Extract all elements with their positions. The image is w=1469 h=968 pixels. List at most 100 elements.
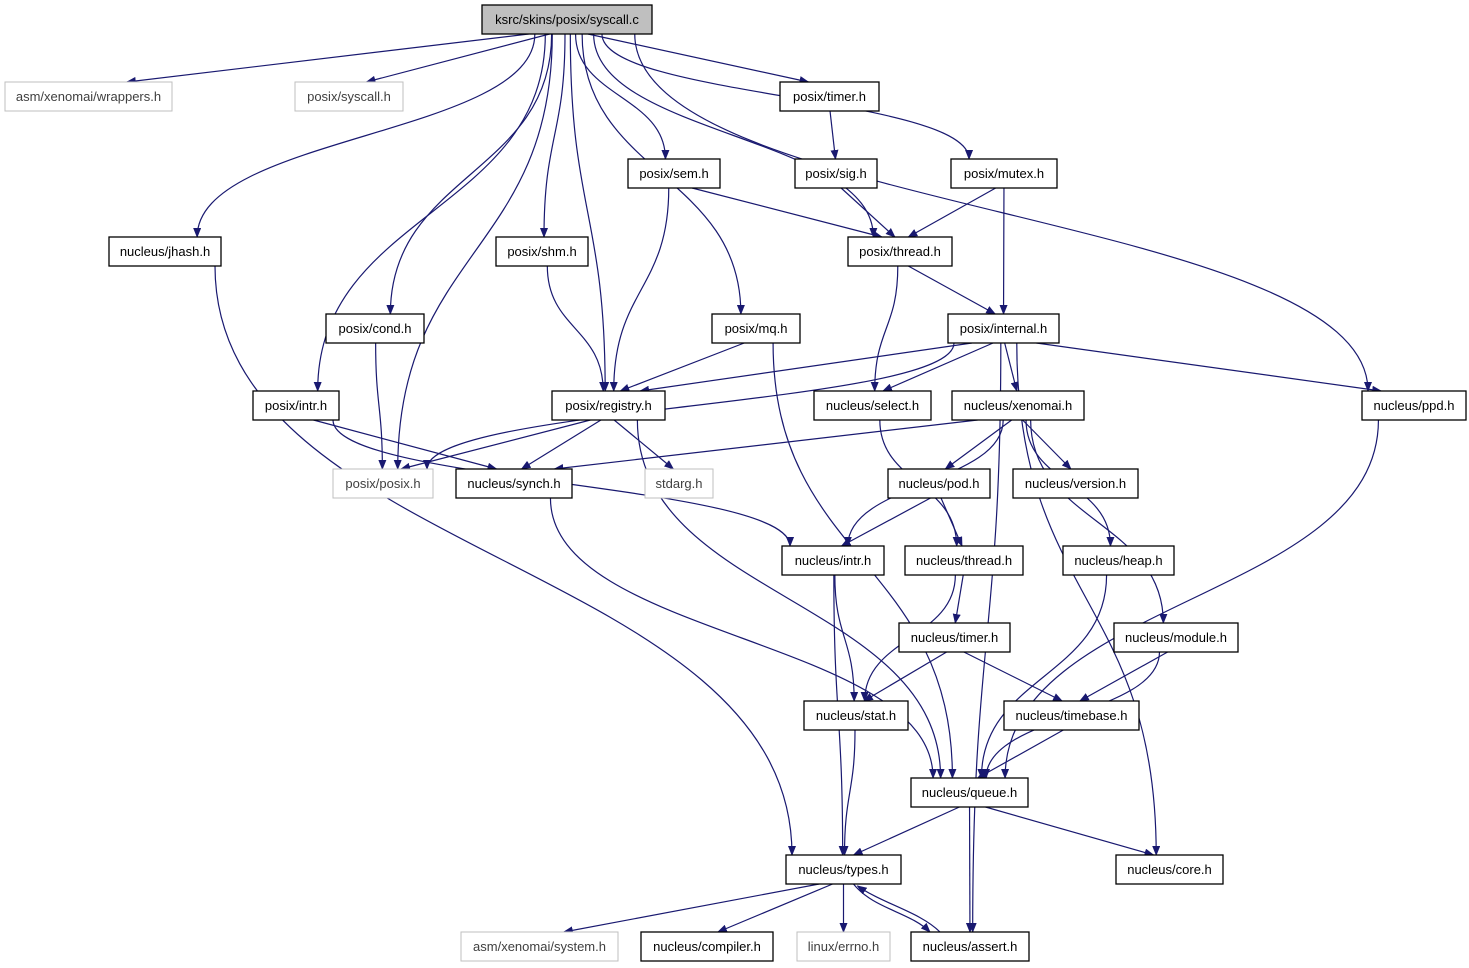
- node-label-psem: posix/sem.h: [639, 166, 708, 181]
- node-box-wrappers: [4, 81, 173, 112]
- edge-pregistry-to-pposix: [400, 419, 591, 471]
- edge-psig-to-pthread: [840, 187, 896, 238]
- node-label-nthread: nucleus/thread.h: [916, 553, 1012, 568]
- node-pthread[interactable]: posix/thread.h: [847, 236, 953, 267]
- edge-nassert-to-ntypes: [856, 885, 941, 933]
- node-box-ntimer: [898, 622, 1011, 653]
- node-box-pintr: [252, 390, 340, 421]
- node-label-nppd: nucleus/ppd.h: [1374, 398, 1455, 413]
- edge-pmutex-to-pthread: [907, 187, 996, 238]
- node-pmq[interactable]: posix/mq.h: [711, 313, 801, 344]
- node-nassert[interactable]: nucleus/assert.h: [910, 931, 1030, 962]
- node-label-pmutex: posix/mutex.h: [964, 166, 1044, 181]
- node-label-ntypes: nucleus/types.h: [798, 862, 888, 877]
- edge-root-to-pcond: [386, 33, 553, 315]
- node-npod[interactable]: nucleus/pod.h: [887, 468, 991, 499]
- node-box-pmq: [711, 313, 801, 344]
- node-pposix[interactable]: posix/posix.h: [332, 468, 434, 499]
- node-ntimer[interactable]: nucleus/timer.h: [898, 622, 1011, 653]
- node-box-npod: [887, 468, 991, 499]
- edge-psem-to-pregistry: [609, 187, 670, 392]
- node-label-nqueue: nucleus/queue.h: [922, 785, 1017, 800]
- node-nppd[interactable]: nucleus/ppd.h: [1361, 390, 1467, 421]
- node-pmutex[interactable]: posix/mutex.h: [950, 158, 1058, 189]
- node-njhash[interactable]: nucleus/jhash.h: [108, 236, 222, 267]
- node-box-root: [481, 4, 653, 35]
- edge-npod-to-nintr: [840, 497, 931, 547]
- edge-psem-to-pthread: [691, 187, 883, 239]
- edge-pinternal-to-nselect: [882, 342, 994, 392]
- node-label-nmodule: nucleus/module.h: [1125, 630, 1227, 645]
- node-psem[interactable]: posix/sem.h: [627, 158, 721, 189]
- node-ncompiler[interactable]: nucleus/compiler.h: [640, 931, 774, 962]
- node-ptimer[interactable]: posix/timer.h: [779, 81, 880, 112]
- node-pshm[interactable]: posix/shm.h: [495, 236, 589, 267]
- node-psyscall[interactable]: posix/syscall.h: [294, 81, 404, 112]
- node-nstat[interactable]: nucleus/stat.h: [803, 700, 909, 731]
- node-label-pposix: posix/posix.h: [345, 476, 420, 491]
- node-nversion[interactable]: nucleus/version.h: [1012, 468, 1139, 499]
- node-label-ptimer: posix/timer.h: [793, 89, 866, 104]
- node-box-nselect: [813, 390, 932, 421]
- node-nintr[interactable]: nucleus/intr.h: [781, 545, 885, 576]
- edge-nmodule-to-ntimebase: [1078, 651, 1168, 702]
- node-box-nassert: [910, 931, 1030, 962]
- node-pcond[interactable]: posix/cond.h: [325, 313, 425, 344]
- node-nqueue[interactable]: nucleus/queue.h: [910, 777, 1029, 808]
- edge-pshm-to-pregistry: [546, 265, 608, 392]
- node-label-ncore: nucleus/core.h: [1127, 862, 1212, 877]
- node-box-pinternal: [947, 313, 1060, 344]
- edge-nxenomai-to-nmodule: [1030, 419, 1168, 624]
- node-ncore[interactable]: nucleus/core.h: [1115, 854, 1224, 885]
- node-stdarg[interactable]: stdarg.h: [644, 468, 714, 499]
- node-box-psig: [794, 158, 878, 189]
- edge-npod-to-nthread: [940, 497, 963, 547]
- node-pregistry[interactable]: posix/registry.h: [551, 390, 666, 421]
- node-lerrno[interactable]: linux/errno.h: [796, 931, 891, 962]
- node-box-nxenomai: [951, 390, 1085, 421]
- node-ntimebase[interactable]: nucleus/timebase.h: [1003, 700, 1140, 731]
- edge-root-to-pposix: [393, 33, 553, 470]
- node-label-wrappers: asm/xenomai/wrappers.h: [16, 89, 161, 104]
- node-label-nversion: nucleus/version.h: [1025, 476, 1126, 491]
- node-pintr[interactable]: posix/intr.h: [252, 390, 340, 421]
- edge-root-to-pregistry: [569, 33, 610, 392]
- edge-pinternal-to-pregistry: [639, 342, 972, 394]
- node-label-asystem: asm/xenomai/system.h: [473, 939, 606, 954]
- node-ntypes[interactable]: nucleus/types.h: [785, 854, 902, 885]
- node-nxenomai[interactable]: nucleus/xenomai.h: [951, 390, 1085, 421]
- edge-ntypes-to-ncompiler: [716, 883, 833, 933]
- edge-pinternal-to-ncore: [1016, 342, 1161, 856]
- edge-pthread-to-pinternal: [907, 265, 997, 315]
- node-box-ptimer: [779, 81, 880, 112]
- edge-root-to-wrappers: [125, 33, 529, 85]
- edge-ptimer-to-psig: [829, 110, 839, 160]
- node-nselect[interactable]: nucleus/select.h: [813, 390, 932, 421]
- node-box-pthread: [847, 236, 953, 267]
- node-label-npod: nucleus/pod.h: [899, 476, 980, 491]
- edge-nstat-to-ntypes: [840, 729, 856, 856]
- node-label-nxenomai: nucleus/xenomai.h: [964, 398, 1072, 413]
- node-box-nppd: [1361, 390, 1467, 421]
- node-box-pmutex: [950, 158, 1058, 189]
- node-label-lerrno: linux/errno.h: [808, 939, 880, 954]
- node-wrappers[interactable]: asm/xenomai/wrappers.h: [4, 81, 173, 112]
- node-root[interactable]: ksrc/skins/posix/syscall.c: [481, 4, 653, 35]
- node-psig[interactable]: posix/sig.h: [794, 158, 878, 189]
- node-nsynch[interactable]: nucleus/synch.h: [455, 468, 573, 499]
- node-nheap[interactable]: nucleus/heap.h: [1062, 545, 1175, 576]
- node-box-lerrno: [796, 931, 891, 962]
- node-asystem[interactable]: asm/xenomai/system.h: [460, 931, 619, 962]
- node-nmodule[interactable]: nucleus/module.h: [1113, 622, 1239, 653]
- edge-njhash-to-ntypes: [214, 265, 796, 856]
- edge-nxenomai-to-npod: [944, 419, 1013, 470]
- node-label-pshm: posix/shm.h: [507, 244, 576, 259]
- node-pinternal[interactable]: posix/internal.h: [947, 313, 1060, 344]
- node-box-nstat: [803, 700, 909, 731]
- node-box-nheap: [1062, 545, 1175, 576]
- node-nthread[interactable]: nucleus/thread.h: [904, 545, 1024, 576]
- edge-ntimebase-to-nqueue: [976, 729, 1064, 779]
- node-label-root: ksrc/skins/posix/syscall.c: [495, 12, 639, 27]
- edge-nthread-to-ntimer: [952, 574, 964, 624]
